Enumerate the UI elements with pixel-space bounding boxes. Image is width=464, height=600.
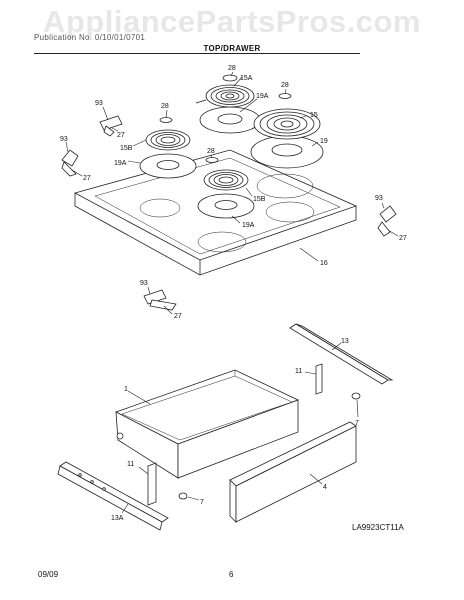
trim-ring-28c: [159, 117, 173, 123]
trim-ring-28b: [278, 93, 292, 99]
callout-28: 28: [207, 148, 215, 155]
page-number: 6: [229, 570, 234, 579]
drip-pan-19-right: [250, 135, 324, 169]
trim-ring-28a: [222, 74, 238, 82]
callout-93: 93: [140, 280, 148, 287]
callout-93: 93: [60, 136, 68, 143]
callout-27: 27: [117, 132, 125, 139]
callout-7: 7: [355, 420, 359, 427]
callout-13: 13: [341, 338, 349, 345]
drawer-bracket-11-left: [147, 462, 157, 506]
header-divider: [34, 53, 360, 54]
callout-28: 28: [228, 65, 236, 72]
surface-element-15B-front: [203, 169, 249, 191]
callout-93: 93: [95, 100, 103, 107]
footer-date: 09/09: [38, 570, 59, 579]
drawer-slide-rail-13: [289, 323, 394, 385]
callout-19: 19: [320, 138, 328, 145]
publication-header: Publication No. 0/10/01/0701: [34, 33, 146, 42]
callout-7: 7: [200, 499, 204, 506]
callout-11: 11: [295, 368, 302, 375]
callout-15: 15: [310, 112, 318, 119]
surface-element-15A: [195, 84, 255, 108]
roller-7-right: [351, 392, 361, 400]
callout-19A: 19A: [242, 222, 255, 229]
callout-1: 1: [124, 386, 128, 393]
callout-11: 11: [127, 461, 134, 468]
hinge-bracket-bottom: [143, 289, 177, 311]
callout-4: 4: [323, 484, 327, 491]
callout-27: 27: [174, 313, 182, 320]
callout-27: 27: [399, 235, 407, 242]
callout-15B: 15B: [120, 145, 133, 152]
callout-27: 27: [83, 175, 91, 182]
drip-pan-19A-left: [139, 153, 197, 179]
surface-element-15: [253, 108, 321, 140]
callout-15B: 15B: [253, 196, 266, 203]
callout-93: 93: [375, 195, 383, 202]
callout-15A: 15A: [240, 75, 253, 82]
drawer-slide-rail-13A: [57, 461, 169, 531]
callout-28: 28: [281, 82, 289, 89]
drip-pan-19A-rear: [199, 106, 261, 134]
hinge-bracket-upper-left: [99, 115, 123, 137]
roller-7-left: [178, 492, 188, 500]
drip-pan-19A-front: [197, 193, 255, 219]
drawer-body: [114, 369, 300, 479]
hinge-bracket-right: [377, 205, 397, 237]
figure-code: LA9923CT11A: [352, 523, 404, 532]
callout-28: 28: [161, 103, 169, 110]
callout-13A: 13A: [111, 515, 124, 522]
surface-element-15B-left: [145, 129, 191, 151]
callout-19A: 19A: [256, 93, 269, 100]
drawer-bracket-11-right: [315, 363, 323, 395]
watermark: AppliancePartsPros.com: [43, 4, 421, 39]
callout-16: 16: [320, 260, 328, 267]
leader-lines: [65, 71, 399, 514]
section-title: TOP/DRAWER: [203, 44, 261, 53]
callout-labels: 28 15A 28 93 28 19A 27 15 93 19 15B 28 2…: [60, 65, 407, 522]
drawer-front-panel: [229, 421, 357, 523]
callout-19A: 19A: [114, 160, 127, 167]
